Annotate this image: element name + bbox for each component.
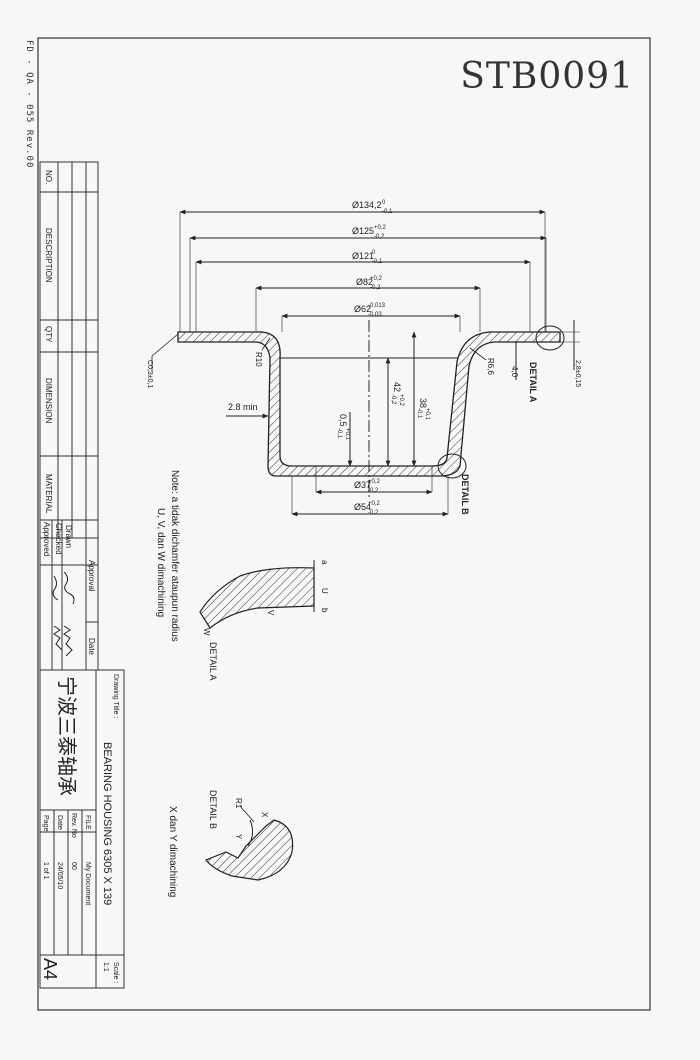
date2-label: Date <box>56 815 63 830</box>
file-value: My Document <box>84 862 91 905</box>
detail-a-view: a U b V W DETAIL A <box>199 560 329 681</box>
drawing-code: STB0091 <box>460 56 634 97</box>
detail-b-profile <box>205 819 294 881</box>
label-r1: R1 <box>234 798 243 809</box>
dim-d54-tol-up: +0,2 <box>368 501 381 507</box>
dim-d121-tol-up: 0 <box>372 250 376 256</box>
note-line-1: Note: a tidak dichamfer ataupun radius <box>169 470 180 642</box>
label-x: X <box>260 812 269 818</box>
rev-header-dimension: DIMENSION <box>44 378 53 424</box>
date2-value: 24/05/10 <box>56 862 63 889</box>
label-y: Y <box>234 834 243 840</box>
scale-value: 1:1 <box>102 962 109 972</box>
dim-d134-tol-lo: -0,1 <box>382 209 393 215</box>
note: Note: a tidak dichamfer ataupun radius U… <box>155 470 180 642</box>
file-label: FILE <box>84 815 91 830</box>
rev-header-no: NO. <box>44 170 53 184</box>
label-u: U <box>320 588 329 594</box>
dim-d134: Ø134,2 <box>352 200 382 210</box>
dim-d125: Ø125 <box>352 226 374 236</box>
detail-a-title: DETAIL A <box>208 642 218 681</box>
detail-b-view: R1 X Y DETAIL B X dan Y dimachining <box>167 790 294 897</box>
dim-d121-tol-lo: -0,1 <box>372 259 383 265</box>
dim-thk40: 4,0 <box>510 366 519 378</box>
label-w: W <box>202 628 211 636</box>
dim-wall-min: 2.8 min <box>228 402 258 412</box>
detail-b-title: DETAIL B <box>208 790 218 829</box>
rev-header-description: DESCRIPTION <box>44 228 53 283</box>
main-section-view: Ø134,2 0 -0,1 Ø125 +0,2 -0,2 Ø121 0 -0,1… <box>146 200 581 517</box>
dim-d54-tol-lo: -0,2 <box>368 510 379 516</box>
checked-signature <box>52 575 59 601</box>
dim-r66: R6,6 <box>486 358 495 375</box>
dim-h42-tol-up: +0,2 <box>398 394 404 407</box>
dim-d121: Ø121 <box>352 251 374 261</box>
dim-d37-tol-lo: -0,2 <box>368 488 379 494</box>
detail-a-profile <box>199 567 315 629</box>
detail-a-callout: DETAIL A <box>528 362 538 403</box>
dim-thk28: 2,8±0,15 <box>574 360 581 387</box>
drawing-title: BEARING HOUSING 6305 X 139 <box>101 742 113 905</box>
dim-h05: 0,5 <box>338 414 348 427</box>
date-handwriting-1 <box>63 625 73 657</box>
dim-d37-tol-up: +0,2 <box>368 479 381 485</box>
x-dan-y-note: X dan Y dimachining <box>167 806 178 897</box>
approval-label: Approval <box>87 560 96 592</box>
label-v: V <box>266 610 275 616</box>
company-name: 宁波三泰轴承 <box>55 676 78 796</box>
sheet-border <box>37 37 651 1011</box>
dim-d125-tol-lo: -0,2 <box>374 234 385 240</box>
note-line-2: U, V, dan W dimachining <box>155 508 166 617</box>
form-code: FD - QA - 055 Rev.00 <box>24 40 34 169</box>
dim-d54: Ø54 <box>354 502 371 512</box>
page-value: 1 of 1 <box>42 862 49 880</box>
dim-d37: Ø37 <box>354 480 371 490</box>
dim-d62-tol-up: -0,013 <box>368 303 386 309</box>
paper-size: A4 <box>40 958 60 980</box>
drawn-label: Drawn <box>64 525 73 548</box>
dim-d62: Ø62 <box>354 304 371 314</box>
rev-header-material: MATERIAL <box>44 474 53 514</box>
detail-b-callout: DETAIL B <box>460 474 470 515</box>
detail-a-circle <box>535 325 565 351</box>
drawing-title-label: Drawing Title : <box>112 674 119 718</box>
revision-table: NO. DESCRIPTION QTY DIMENSION MATERIAL <box>39 161 99 539</box>
rev-label: Rev. No <box>70 813 77 838</box>
dim-d62-tol-lo: -0,03 <box>368 312 382 318</box>
dim-h05-tol-up: +0,1 <box>344 428 350 441</box>
checked-label: Checked <box>54 523 63 555</box>
dim-h42: 42 <box>392 382 402 392</box>
dim-h38: 38 <box>418 398 428 408</box>
dim-d82: Ø82 <box>356 277 373 287</box>
title-block: Drawing Title : BEARING HOUSING 6305 X 1… <box>39 669 125 989</box>
date-handwriting-2 <box>53 625 63 651</box>
dim-h38-tol-lo: -0,1 <box>416 408 422 419</box>
dim-d134-tol-up: 0 <box>382 200 386 206</box>
dim-d82-tol-up: +0,2 <box>370 276 383 282</box>
rev-value: 00 <box>70 862 77 870</box>
dim-chamfer: C0,3±0,1 <box>146 360 153 388</box>
detail-b-circle <box>437 453 467 479</box>
drawn-signature <box>63 571 75 605</box>
scale-label: Scale : <box>112 962 119 983</box>
dim-h42-tol-lo: -0,2 <box>390 394 396 405</box>
rev-header-qty: QTY <box>44 326 53 343</box>
dim-r10: R10 <box>254 352 263 367</box>
dim-h38-tol-up: +0,1 <box>424 408 430 421</box>
label-b: b <box>320 608 329 613</box>
page-label: Page <box>42 815 49 831</box>
dim-d82-tol-lo: -0,2 <box>370 285 381 291</box>
approved-label: Approved <box>42 522 51 556</box>
approval-table: Approval Date Drawn Checked Approved <box>39 519 99 671</box>
dim-h05-tol-lo: -0,1 <box>336 428 342 439</box>
label-a: a <box>320 560 329 565</box>
date-label: Date <box>87 638 96 655</box>
dim-d125-tol-up: +0,2 <box>374 225 387 231</box>
